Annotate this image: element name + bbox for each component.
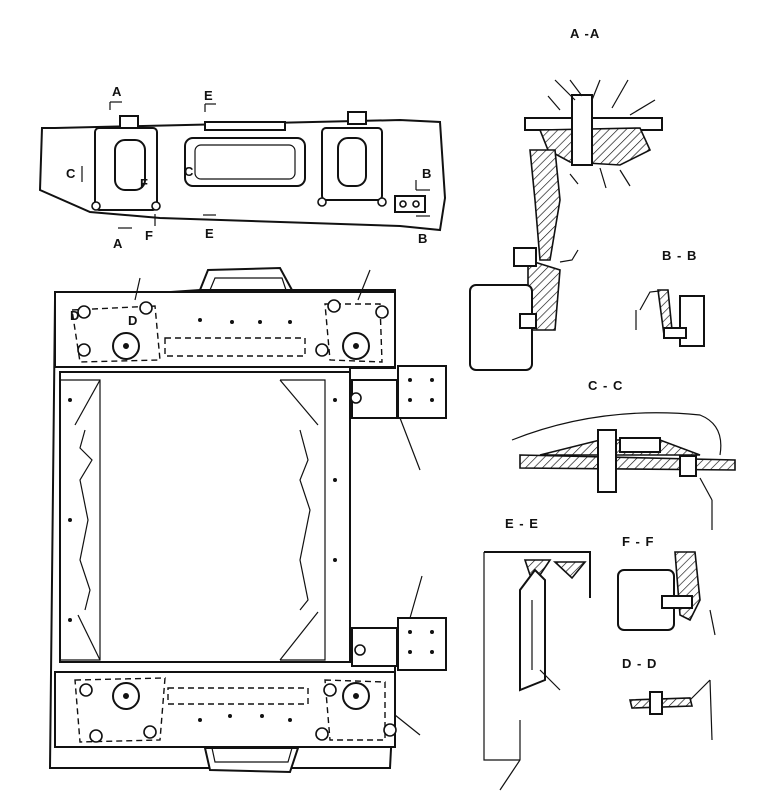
cut-marker-e-bottom: E xyxy=(203,214,216,241)
cut-label-d-left: D xyxy=(70,308,79,323)
section-title-cc: C - C xyxy=(588,378,623,393)
cut-label-b-bottom: B xyxy=(418,231,427,246)
cut-marker-a-bottom: A xyxy=(113,227,132,251)
cut-label-e-bottom: E xyxy=(205,226,214,241)
cut-marker-a-top: A xyxy=(109,84,122,110)
cut-marker-f: F F xyxy=(140,176,156,243)
section-title-bb: B - B xyxy=(662,248,697,263)
section-title-aa: A -A xyxy=(570,26,600,41)
section-title-dd: D - D xyxy=(622,656,657,671)
section-f-f: F - F xyxy=(617,534,716,636)
cut-label-f-bottom: F xyxy=(145,228,153,243)
section-a-a: A -A xyxy=(469,26,663,371)
section-b-b: B - B xyxy=(635,248,705,347)
section-e-e: E - E xyxy=(483,516,591,791)
side-view xyxy=(38,111,447,232)
cut-label-e-top: E xyxy=(204,88,213,103)
section-title-ee: E - E xyxy=(505,516,539,531)
section-c-c: C - C xyxy=(511,378,736,530)
cut-label-a-top: A xyxy=(112,84,122,99)
cut-label-b-top: B xyxy=(422,166,431,181)
plan-view: D D xyxy=(48,266,447,774)
cut-marker-e-top: E xyxy=(204,88,216,112)
cut-label-c2: C xyxy=(184,164,194,179)
cut-marker-b: B B xyxy=(415,166,431,246)
cut-marker-c: C C xyxy=(66,164,194,182)
section-title-ff: F - F xyxy=(622,534,654,549)
cut-label-f-top: F xyxy=(140,176,148,191)
cut-label-d-right: D xyxy=(128,313,137,328)
cut-label-c: C xyxy=(66,166,76,181)
section-d-d: D - D xyxy=(622,656,713,741)
cut-label-a-bottom: A xyxy=(113,236,123,251)
